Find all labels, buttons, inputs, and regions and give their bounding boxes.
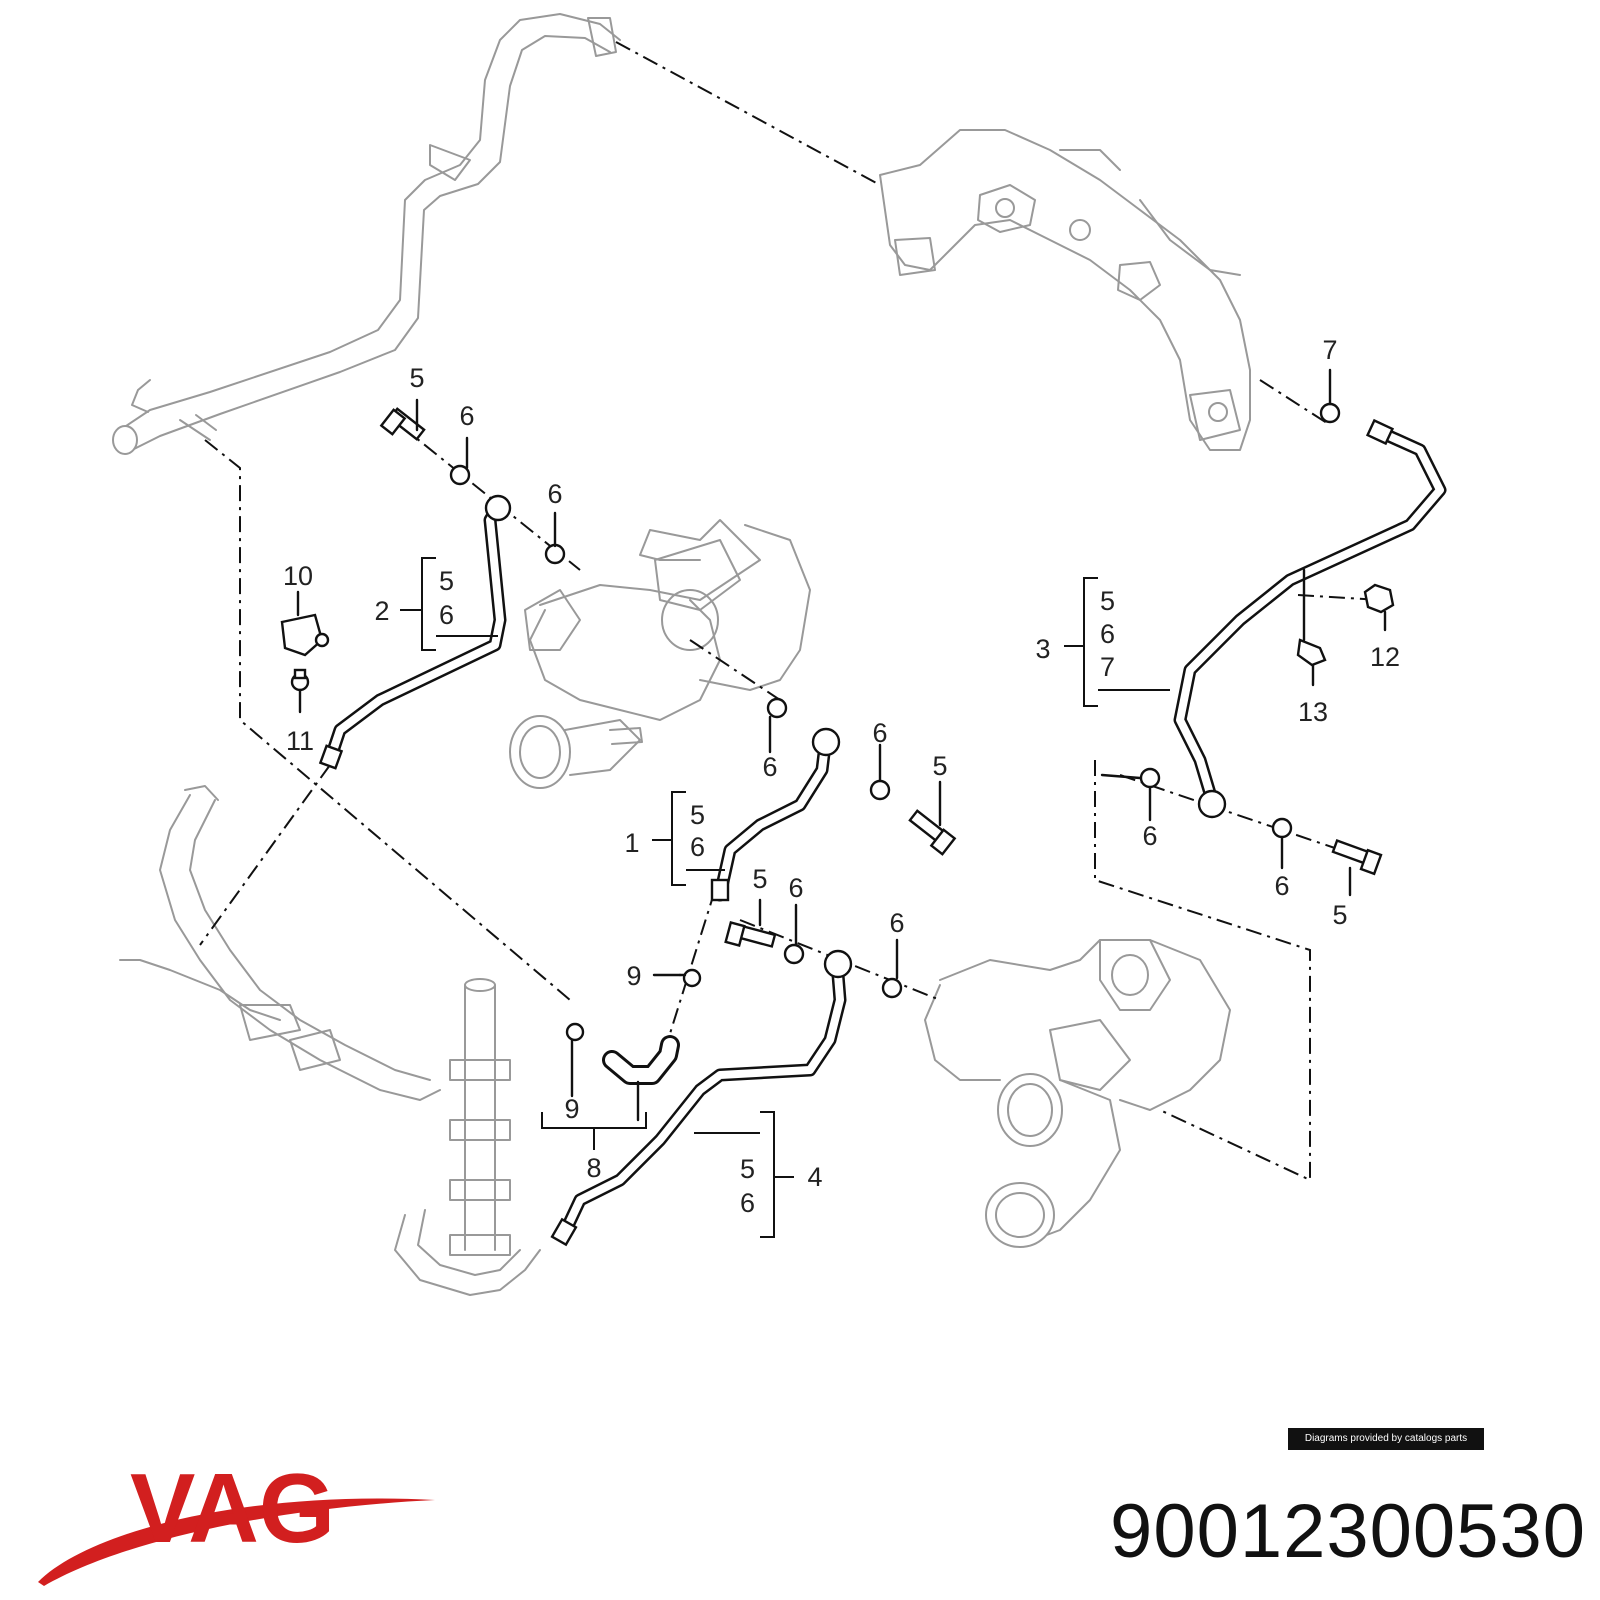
callout-11: 11 [286, 726, 314, 756]
group-bracket-3 [1064, 577, 1170, 707]
bolt-11 [290, 668, 310, 692]
bolt-5 [724, 921, 777, 948]
turbocharger-left [509, 519, 811, 789]
callout-6: 6 [762, 752, 777, 782]
washer-6 [881, 977, 903, 999]
callout-5: 5 [409, 363, 424, 393]
callout-6: 6 [439, 600, 454, 630]
callout-7: 7 [1100, 652, 1115, 682]
group-bracket-1 [652, 791, 725, 886]
callout-10: 10 [283, 561, 313, 591]
callout-6: 6 [1142, 821, 1157, 851]
washer-6 [544, 543, 566, 565]
bolt-5 [908, 809, 957, 856]
callout-12: 12 [1370, 642, 1400, 672]
washer-7 [1319, 402, 1341, 424]
clip-10 [280, 613, 330, 657]
clip-13 [1296, 638, 1327, 667]
diagram-credit: Diagrams provided by catalogs parts [1288, 1428, 1484, 1450]
callout-4: 4 [807, 1162, 822, 1192]
callout-5: 5 [690, 800, 705, 830]
pipe-3 [1173, 418, 1447, 819]
washer-6 [766, 697, 788, 719]
callout-2: 2 [374, 596, 389, 626]
turbocharger-right [924, 939, 1231, 1248]
callout-5: 5 [932, 751, 947, 781]
bolt-5 [379, 407, 426, 441]
callout-6: 6 [788, 873, 803, 903]
fasteners [280, 402, 1395, 1042]
washer-9 [682, 968, 702, 988]
pipe-1 [710, 727, 841, 902]
callout-6: 6 [690, 832, 705, 862]
callout-6: 6 [459, 401, 474, 431]
logo-swoosh [38, 1498, 435, 1586]
callout-9: 9 [564, 1094, 579, 1124]
callout-5: 5 [740, 1154, 755, 1184]
washer-6 [1271, 817, 1293, 839]
callout-3: 3 [1035, 634, 1050, 664]
callout-8: 8 [586, 1153, 601, 1183]
callout-6: 6 [889, 908, 904, 938]
group-bracket-4 [694, 1111, 794, 1238]
logo-text: VAG [130, 1453, 335, 1563]
callout-5: 5 [439, 566, 454, 596]
bolt-5 [1331, 839, 1383, 876]
callout-6: 6 [1100, 619, 1115, 649]
washer-9 [565, 1022, 585, 1042]
pipe-4 [550, 949, 853, 1247]
washer-6 [1139, 767, 1161, 789]
callout-5: 5 [752, 864, 767, 894]
washer-6 [449, 464, 471, 486]
hose-8 [602, 1035, 680, 1085]
washer-6 [783, 943, 805, 965]
washer-6 [869, 779, 891, 801]
callout-6: 6 [872, 718, 887, 748]
nut-12 [1363, 583, 1395, 614]
callout-6: 6 [547, 479, 562, 509]
callout-1: 1 [624, 828, 639, 858]
group-bracket-8 [541, 1112, 647, 1150]
callout-9: 9 [626, 961, 641, 991]
callout-6: 6 [740, 1188, 755, 1218]
coolant-pipe-upper [112, 13, 621, 455]
coolant-hoses-lower [119, 785, 541, 1296]
callout-5: 5 [1100, 586, 1115, 616]
callout-labels: 5 6 6 10 2 5 6 11 7 3 5 6 7 12 13 6 5 6 … [283, 335, 1400, 1218]
group-bracket-2 [400, 557, 498, 651]
pipe-2 [318, 494, 512, 770]
callout-6: 6 [1274, 871, 1289, 901]
part-number: 90012300530 [1110, 1489, 1586, 1574]
vag-logo: VAG [38, 1453, 435, 1586]
leader-lines [296, 368, 1387, 1122]
callout-7: 7 [1322, 335, 1337, 365]
callout-5: 5 [1332, 900, 1347, 930]
exhaust-manifold [879, 129, 1251, 451]
callout-13: 13 [1298, 697, 1328, 727]
